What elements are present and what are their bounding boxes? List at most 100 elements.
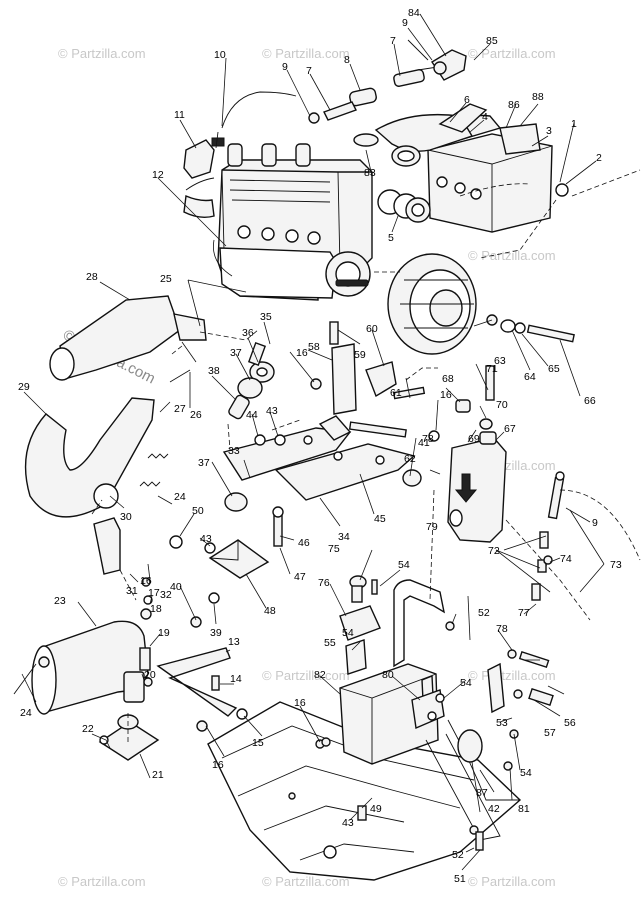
callout-label: 84 bbox=[408, 7, 420, 19]
watermark: © Partzilla.com bbox=[468, 46, 556, 61]
callout-label: 26 bbox=[190, 409, 202, 421]
callout-label: 49 bbox=[370, 803, 382, 815]
watermark: © Partzilla.com bbox=[262, 46, 350, 61]
engine-block bbox=[183, 143, 373, 301]
callout-label: 73 bbox=[610, 559, 622, 571]
callout-label: 46 bbox=[298, 537, 310, 549]
callout-label: 4 bbox=[482, 111, 488, 123]
callout-label: 85 bbox=[486, 35, 498, 47]
motor-mounts bbox=[222, 415, 416, 501]
callout-label: 43 bbox=[266, 405, 278, 417]
watermark: © Partzilla.com bbox=[262, 668, 350, 683]
callout-label: 37 bbox=[230, 347, 242, 359]
callout-label: 67 bbox=[504, 423, 516, 435]
callout-label: 54 bbox=[460, 677, 472, 689]
callout-label: 1 bbox=[571, 118, 577, 130]
callout-label: 43 bbox=[200, 533, 212, 545]
callout-label: 12 bbox=[152, 169, 164, 181]
callout-label: 79 bbox=[426, 521, 438, 533]
upper-brackets bbox=[310, 321, 426, 438]
callout-label: 16 bbox=[212, 759, 224, 771]
callout-label: 53 bbox=[496, 717, 508, 729]
callout-label: 8 bbox=[344, 54, 350, 66]
callout-label: 58 bbox=[308, 341, 320, 353]
clutch-assembly bbox=[387, 253, 575, 355]
callout-label: 54 bbox=[520, 767, 532, 779]
callout-label: 52 bbox=[478, 607, 490, 619]
callout-label: 7 bbox=[306, 65, 312, 77]
callout-label: 69 bbox=[468, 433, 480, 445]
callout-label: 38 bbox=[208, 365, 220, 377]
callout-label: 39 bbox=[210, 627, 222, 639]
callout-label: 9 bbox=[402, 17, 408, 29]
oil-lines bbox=[531, 471, 565, 601]
silencer-mount-plate bbox=[98, 714, 160, 761]
callout-label: 78 bbox=[422, 433, 434, 445]
callout-label: 51 bbox=[454, 873, 466, 885]
isolators bbox=[224, 341, 422, 512]
callout-label: 6 bbox=[464, 94, 470, 106]
callout-label: 7 bbox=[390, 35, 396, 47]
oil-tank bbox=[428, 365, 507, 543]
callout-label: 78 bbox=[496, 623, 508, 635]
watermark: © Partzilla.com bbox=[262, 874, 350, 889]
callout-label: 24 bbox=[174, 491, 186, 503]
callout-label: 71 bbox=[486, 363, 498, 375]
carb-rings bbox=[353, 133, 431, 223]
callout-label: 28 bbox=[86, 271, 98, 283]
watermark: © Partzilla.com bbox=[468, 874, 556, 889]
callout-label: 43 bbox=[342, 817, 354, 829]
frame-hardware bbox=[321, 575, 554, 851]
callout-label: 74 bbox=[560, 553, 572, 565]
callout-label: 66 bbox=[584, 395, 596, 407]
callout-label: 61 bbox=[390, 387, 402, 399]
callout-label: 80 bbox=[382, 669, 394, 681]
callout-label: 60 bbox=[366, 323, 378, 335]
callout-label: 44 bbox=[246, 409, 258, 421]
watermark: © Partzilla.com bbox=[58, 46, 146, 61]
support-arm bbox=[156, 647, 248, 732]
ignition-coil bbox=[183, 91, 297, 179]
callout-label: 68 bbox=[442, 373, 454, 385]
exhaust-system bbox=[13, 295, 207, 715]
silencer-brackets bbox=[93, 517, 153, 687]
callout-label: 34 bbox=[338, 531, 350, 543]
callout-label: 5 bbox=[388, 232, 394, 244]
callout-label: 88 bbox=[532, 91, 544, 103]
phantom-lines bbox=[91, 169, 641, 742]
callout-label: 16 bbox=[294, 697, 306, 709]
callout-label: 81 bbox=[518, 803, 530, 815]
callout-label: 19 bbox=[158, 627, 170, 639]
callout-label: 63 bbox=[494, 355, 506, 367]
callout-label: 24 bbox=[20, 707, 32, 719]
callout-label: 45 bbox=[374, 513, 386, 525]
callout-label: 77 bbox=[518, 607, 530, 619]
callout-label: 75 bbox=[328, 543, 340, 555]
callout-label: 2 bbox=[596, 152, 602, 164]
callout-label: 25 bbox=[160, 273, 172, 285]
callout-label: 13 bbox=[228, 636, 240, 648]
watermark: © Partzilla.com bbox=[468, 668, 556, 683]
callout-label: 54 bbox=[342, 627, 354, 639]
callout-label: 56 bbox=[564, 717, 576, 729]
callout-label: 47 bbox=[294, 571, 306, 583]
callout-label: 11 bbox=[174, 109, 185, 121]
callout-label: 21 bbox=[152, 769, 164, 781]
callout-label: 16 bbox=[140, 575, 152, 587]
callout-label: 16 bbox=[440, 389, 452, 401]
watermark: © Partzilla.com bbox=[468, 248, 556, 263]
springs bbox=[139, 453, 169, 487]
callout-label: 30 bbox=[120, 511, 132, 523]
callout-label: 76 bbox=[318, 577, 330, 589]
callout-label: 41 bbox=[418, 437, 430, 449]
callout-label: 36 bbox=[242, 327, 254, 339]
callout-label: 40 bbox=[170, 581, 182, 593]
callout-label: 27 bbox=[174, 403, 186, 415]
callout-label: 50 bbox=[192, 505, 204, 517]
callout-label: 52 bbox=[452, 849, 464, 861]
callout-label: 72 bbox=[488, 545, 500, 557]
callout-label: 23 bbox=[54, 595, 66, 607]
callout-label: 62 bbox=[404, 453, 416, 465]
chassis-pan bbox=[207, 701, 522, 881]
